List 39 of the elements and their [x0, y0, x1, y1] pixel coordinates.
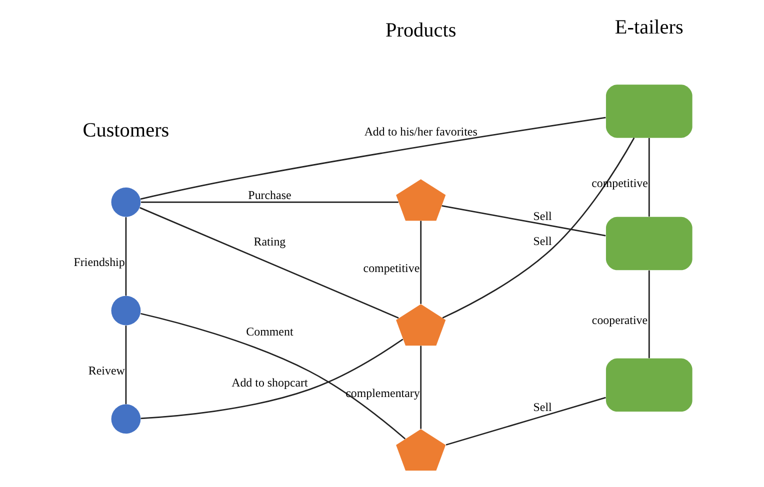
- edge-label: Rating: [253, 234, 286, 249]
- edge-label: complementary: [345, 386, 420, 400]
- node-pentagon: [396, 179, 446, 221]
- edge-label: cooperative: [591, 312, 648, 327]
- connector: [124, 217, 126, 296]
- connector: [140, 312, 406, 440]
- node-circle: [110, 296, 140, 326]
- label: Customers: [82, 120, 169, 142]
- connector: [140, 116, 606, 200]
- label: E-tailers: [614, 16, 683, 39]
- edge-label: Friendship: [73, 255, 124, 269]
- connector: [445, 396, 606, 446]
- node-box: [605, 84, 692, 138]
- connector: [420, 346, 422, 429]
- node-box: [605, 216, 692, 270]
- node-box: [605, 358, 692, 412]
- edge-label: Add to shopcart: [231, 375, 308, 390]
- connector: [648, 270, 650, 358]
- edge-label: Add to his/her favorites: [364, 124, 477, 138]
- edge-label: Sell: [532, 234, 552, 248]
- connector: [124, 326, 126, 404]
- label: Products: [384, 19, 456, 42]
- connector: [648, 138, 650, 217]
- edge-label: competitive: [362, 260, 420, 275]
- connector: [441, 205, 606, 236]
- edge-label: Sell: [532, 208, 552, 223]
- edge-label: Comment: [246, 324, 293, 339]
- connector: [442, 138, 634, 319]
- connector: [140, 338, 403, 420]
- node-pentagon: [396, 304, 446, 346]
- edge-label: Reivew: [88, 363, 124, 378]
- connector: [140, 201, 398, 203]
- node-circle: [110, 187, 140, 217]
- edge-label: Sell: [532, 400, 552, 414]
- connector: [420, 220, 422, 304]
- node-pentagon: [396, 429, 446, 471]
- node-circle: [110, 404, 140, 434]
- connector: [139, 207, 398, 319]
- edge-label: Purchase: [248, 188, 291, 202]
